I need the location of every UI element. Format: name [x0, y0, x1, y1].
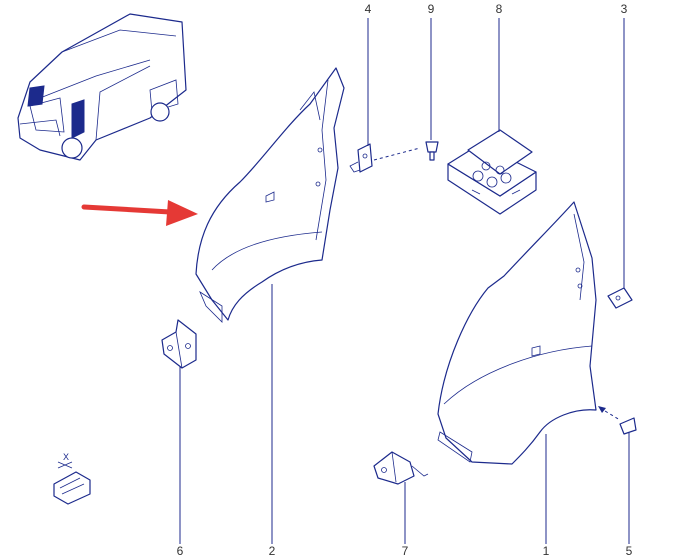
- callout-2[interactable]: 2: [269, 544, 276, 558]
- callout-8[interactable]: 8: [496, 2, 503, 16]
- upper-bracket[interactable]: [349, 143, 373, 173]
- right-front-fender[interactable]: [437, 201, 597, 465]
- leader-lines: [179, 18, 630, 544]
- assembly-line-5: [599, 407, 621, 421]
- indicator-arrow: [81, 200, 198, 226]
- clip-kit-box[interactable]: [447, 129, 537, 215]
- callout-5[interactable]: 5: [626, 544, 633, 558]
- rear-bracket[interactable]: [607, 287, 633, 309]
- callout-6[interactable]: 6: [177, 544, 184, 558]
- lower-bracket-right[interactable]: [373, 451, 429, 485]
- vehicle-thumbnail: [17, 13, 187, 161]
- callout-4[interactable]: 4: [365, 2, 372, 16]
- lower-bracket-left[interactable]: [161, 319, 197, 369]
- small-clip-5[interactable]: [619, 417, 637, 435]
- assembly-line-4-9: [373, 147, 421, 161]
- callout-7[interactable]: 7: [402, 544, 409, 558]
- push-clip-9[interactable]: [425, 141, 439, 161]
- left-front-fender[interactable]: [195, 67, 345, 323]
- assembly-arrowhead: [598, 406, 606, 413]
- inset-axis-label: X: [63, 452, 69, 462]
- callout-1[interactable]: 1: [543, 544, 550, 558]
- callout-9[interactable]: 9: [428, 2, 435, 16]
- callout-3[interactable]: 3: [621, 2, 628, 16]
- detail-inset: X: [53, 452, 91, 505]
